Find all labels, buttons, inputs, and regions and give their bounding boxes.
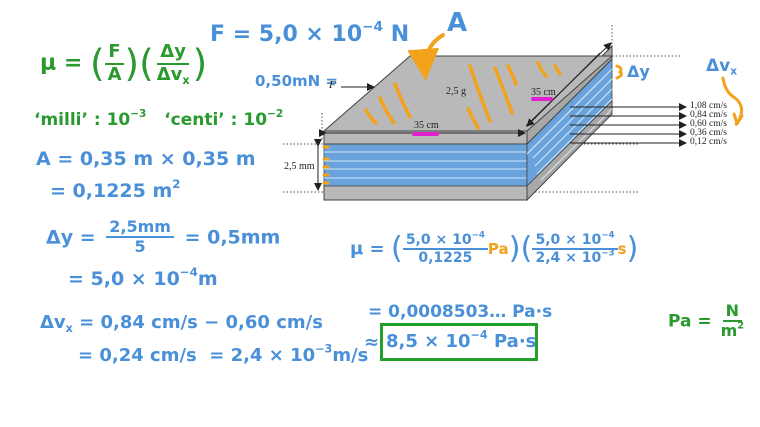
side-depth-label: 35 cm xyxy=(531,87,556,98)
delta-v-symbol: Δv xyxy=(156,63,183,85)
equals-sign: = xyxy=(63,50,83,76)
final-answer: 8,5 × 10−4 Pa·s xyxy=(386,328,537,352)
force-label: 0,50mN = xyxy=(255,72,338,90)
velocity-label: 0,84 cm/s xyxy=(690,110,727,120)
delta-y-annotation: Δy xyxy=(627,62,650,81)
delta-y-calc-line2: = 5,0 × 10−4m xyxy=(68,265,218,290)
velocity-label: 0,36 cm/s xyxy=(690,128,727,138)
pascal-unit: Pa xyxy=(487,240,509,259)
prefix-note: ‘milli’ : 10−3 ‘centi’ : 10−2 xyxy=(34,108,284,130)
area-calc-line2: = 0,1225 m2 xyxy=(50,177,181,202)
area-calc-line1: A = 0,35 m × 0,35 m xyxy=(36,148,256,170)
force-value: F = 5,0 × 10−4 N xyxy=(210,18,410,47)
fluid-front xyxy=(323,143,528,187)
final-answer-box xyxy=(380,323,538,361)
front-width-label: 35 cm xyxy=(414,120,439,131)
mass-label: 2,5 g xyxy=(446,86,466,97)
approx-sign: ≈ xyxy=(364,332,380,353)
area-symbol: A xyxy=(107,63,122,85)
delta-v-calc-line2: = 0,24 cm/s = 2,4 × 10−3m/s xyxy=(78,342,369,366)
x-subscript: x xyxy=(182,73,190,87)
velocity-label: 0,60 cm/s xyxy=(690,119,727,129)
mu-symbol: μ xyxy=(40,50,57,76)
delta-y-symbol: Δy xyxy=(157,41,189,65)
seconds-unit: s xyxy=(617,240,627,259)
mu-result-decimal: = 0,0008503… Pa·s xyxy=(368,302,553,322)
thickness-label: 2,5 mm xyxy=(284,161,315,172)
area-pointer-arrow xyxy=(407,33,445,81)
bottom-plate xyxy=(323,184,528,201)
delta-v-calc-line1: Δvx = 0,84 cm/s − 0,60 cm/s xyxy=(40,312,323,335)
force-vector-symbol: F⃗ xyxy=(329,79,345,91)
force-symbol: F xyxy=(105,41,124,65)
area-label: A xyxy=(447,8,468,38)
velocity-label: 0,12 cm/s xyxy=(690,137,727,147)
delta-vx-annotation: Δvx xyxy=(706,56,738,78)
velocity-label: 1,08 cm/s xyxy=(690,101,727,111)
